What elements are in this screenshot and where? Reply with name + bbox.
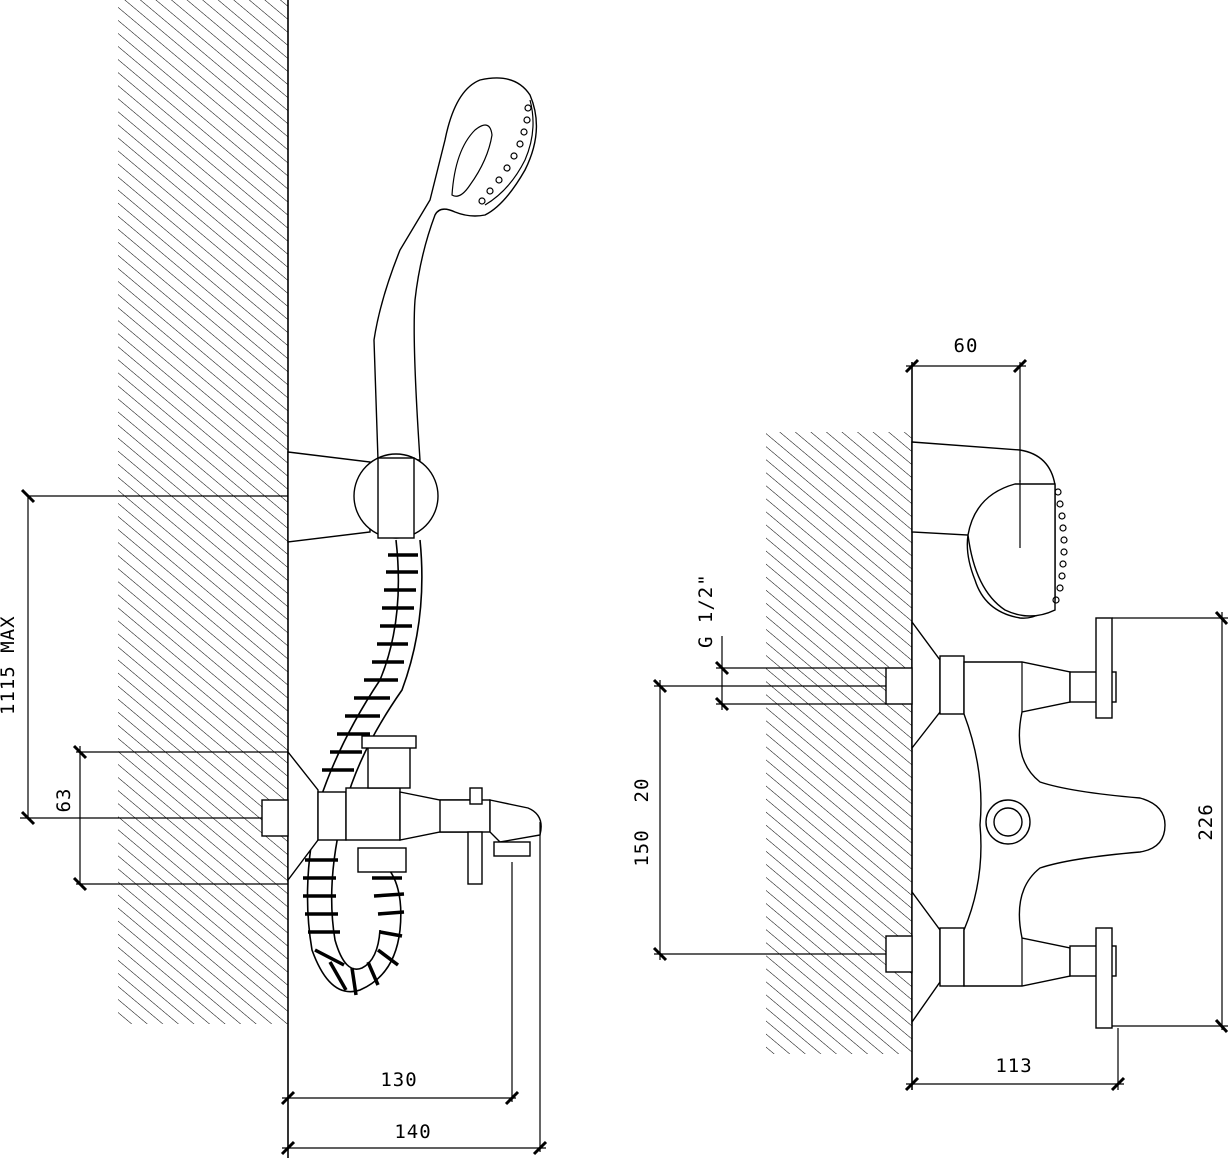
mixer-front <box>885 617 1166 1029</box>
dim-113: 113 <box>904 1028 1126 1092</box>
dim-1115: 1115 MAX <box>0 488 288 826</box>
label-g-half: G 1/2" <box>695 573 717 648</box>
shower-bracket <box>287 451 439 543</box>
dim-63: 63 <box>53 744 288 892</box>
hand-shower <box>373 77 538 461</box>
label-226: 226 <box>1195 803 1217 840</box>
hose-ribs <box>303 553 418 996</box>
dim-130: 130 <box>280 862 520 1106</box>
wall-hatch-left <box>118 0 288 1024</box>
nozzle-dots <box>478 104 532 205</box>
front-view: 60 G 1/2" 150 20 226 <box>631 335 1228 1092</box>
label-140: 140 <box>394 1121 431 1143</box>
label-130: 130 <box>380 1069 417 1091</box>
dim-140: 140 <box>280 822 548 1156</box>
label-63: 63 <box>53 788 75 813</box>
dim-g-half: G 1/2" <box>695 573 886 712</box>
nozzle-dots-front <box>1052 488 1068 604</box>
label-60: 60 <box>954 335 979 357</box>
label-1115-max: 1115 MAX <box>0 615 19 715</box>
dim-60: 60 <box>904 335 1028 482</box>
shower-head-front <box>911 441 1068 619</box>
label-150: 150 <box>631 829 653 866</box>
label-20: 20 <box>631 778 653 803</box>
dim-226: 226 <box>1112 610 1228 1034</box>
mixer-side <box>261 735 542 885</box>
dim-150: 150 20 <box>631 678 886 962</box>
side-view: 1115 MAX 63 130 140 <box>0 0 548 1158</box>
label-113: 113 <box>995 1055 1032 1077</box>
